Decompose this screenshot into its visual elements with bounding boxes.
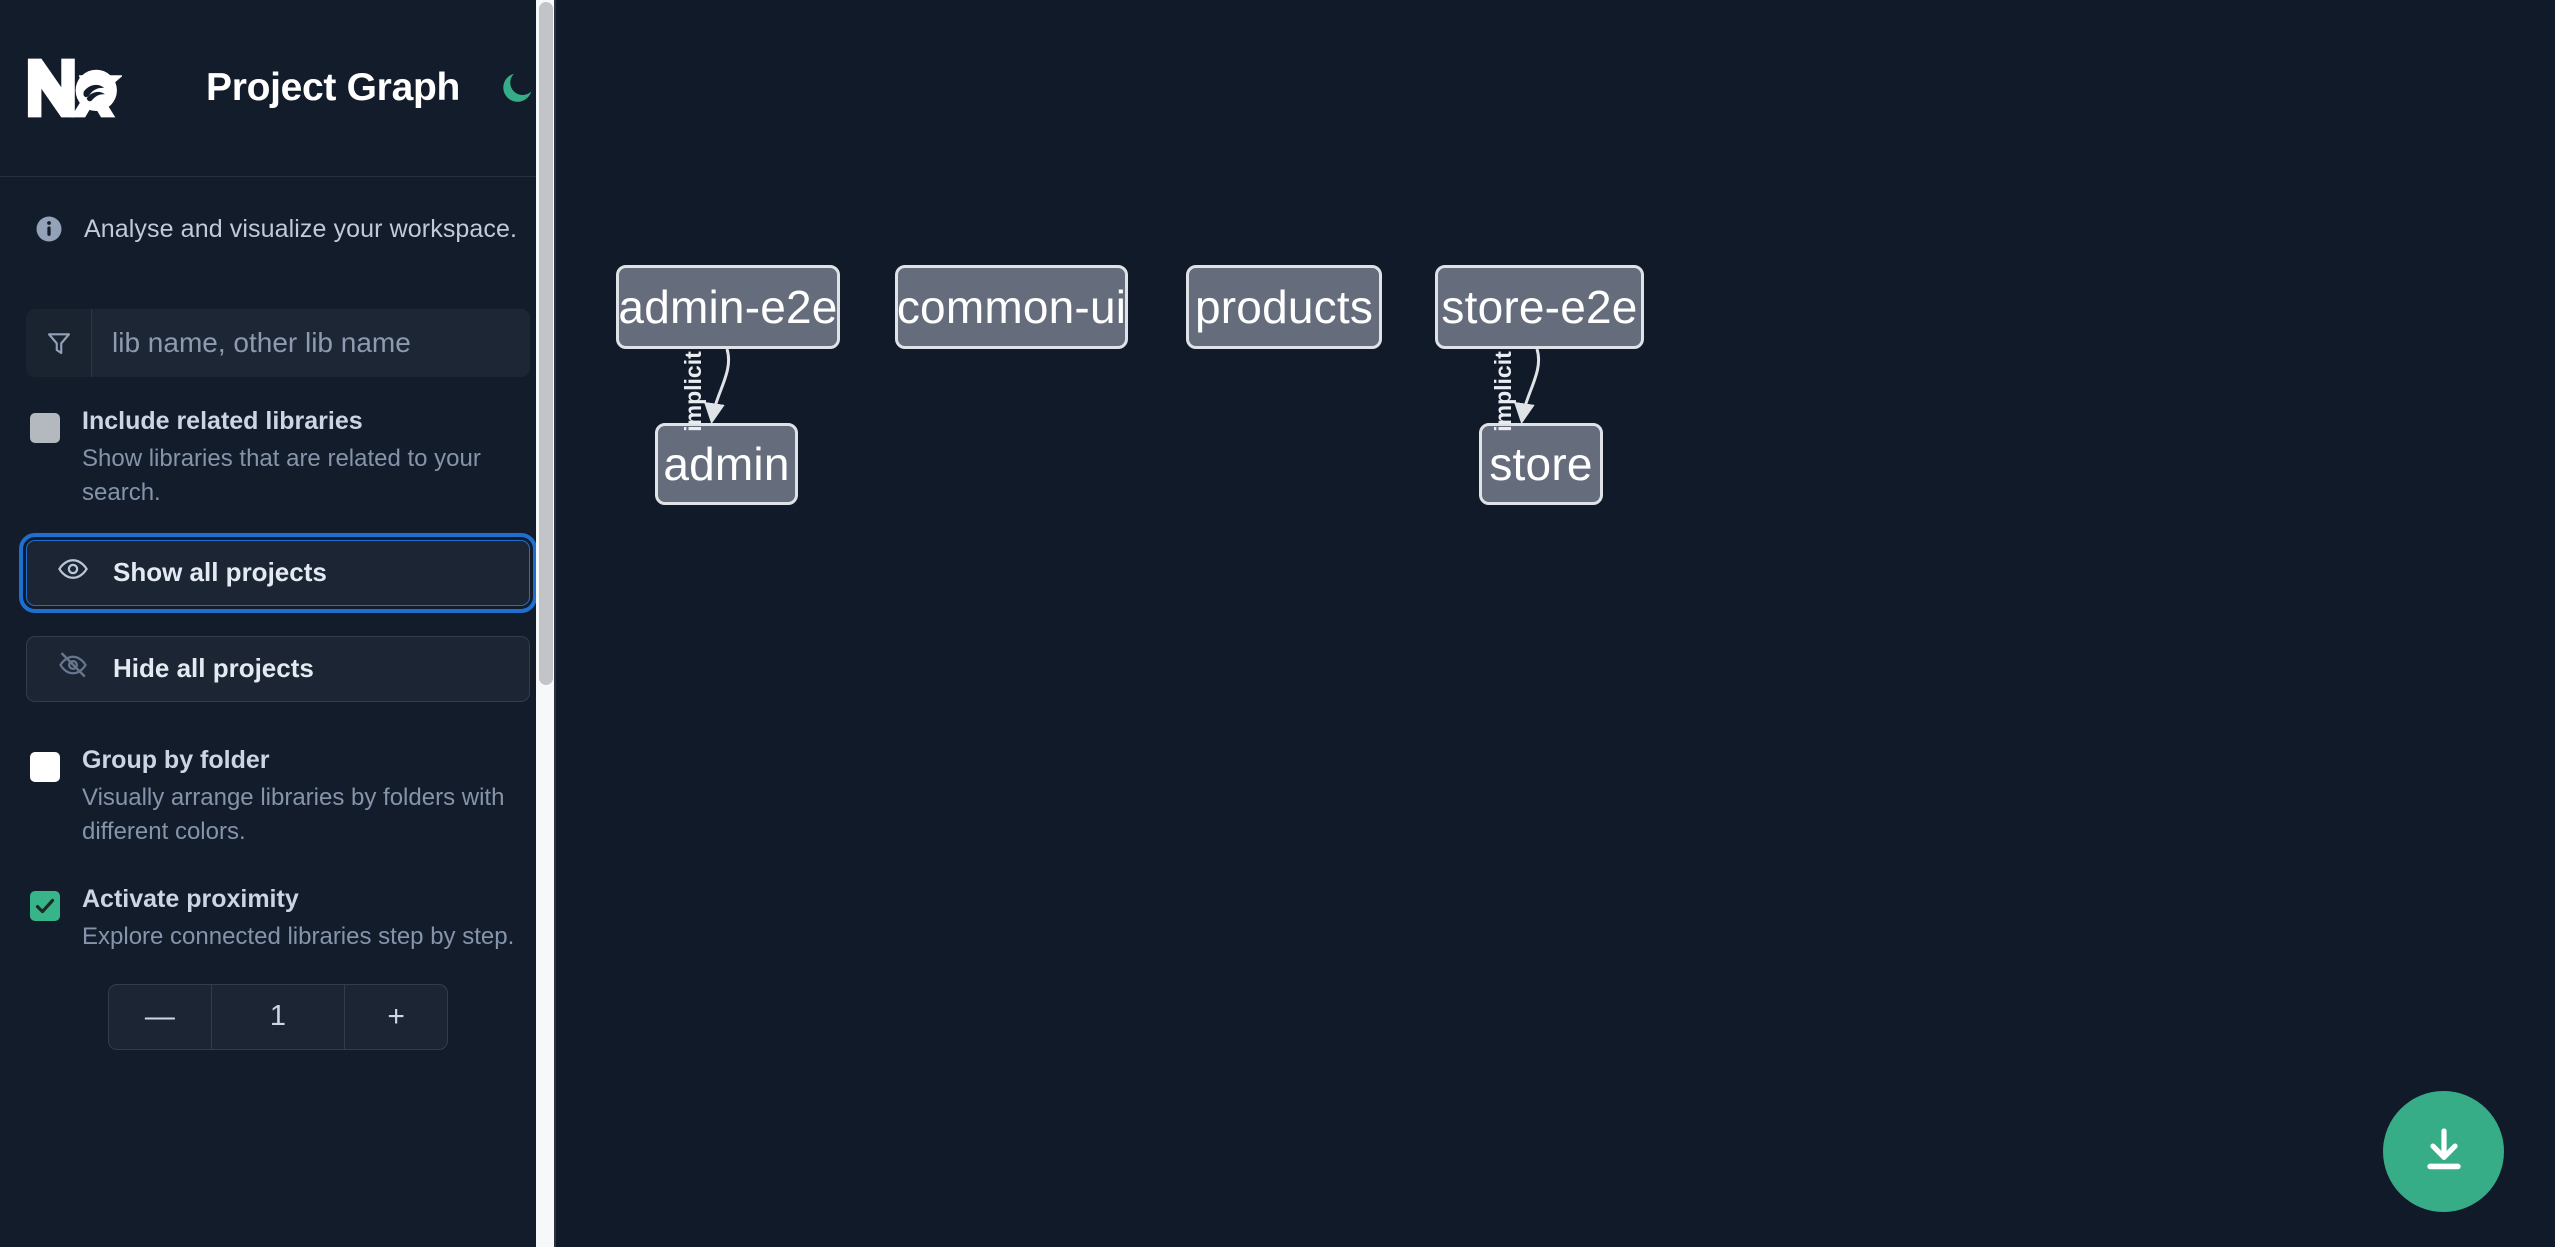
activate-proximity-checkbox[interactable]: [30, 890, 60, 921]
eye-off-icon: [57, 649, 89, 688]
sidebar-divider: [554, 0, 556, 1247]
graph-node-label: store: [1489, 438, 1593, 490]
show-all-projects-label: Show all projects: [113, 557, 327, 588]
sidebar-scrollbar[interactable]: [536, 0, 556, 1247]
include-related-libraries-checkbox[interactable]: [30, 413, 60, 443]
proximity-increment-button[interactable]: +: [344, 984, 447, 1049]
download-icon: [2418, 1124, 2470, 1179]
workspace-info-text: Analyse and visualize your workspace.: [84, 214, 518, 243]
graph-canvas[interactable]: admin-e2e common-ui products store-e2e a…: [556, 0, 2555, 1247]
info-icon: [34, 214, 64, 244]
page-title: Project Graph: [206, 66, 460, 109]
graph-node-store-e2e[interactable]: store-e2e: [1435, 265, 1644, 349]
proximity-decrement-button[interactable]: —: [144, 999, 175, 1033]
sidebar-body: Analyse and visualize your workspace. In…: [0, 177, 556, 1050]
proximity-stepper: — 1 +: [108, 983, 448, 1050]
graph-node-label: store-e2e: [1441, 281, 1638, 333]
graph-node-products[interactable]: products: [1186, 265, 1382, 349]
graph-edge-label-store: implicit: [1489, 351, 1516, 432]
graph-node-admin-e2e[interactable]: admin-e2e: [616, 265, 840, 349]
activate-proximity-label: Activate proximity: [82, 884, 299, 913]
graph-node-label: admin-e2e: [618, 281, 838, 333]
include-related-libraries-label: Include related libraries: [82, 407, 363, 435]
graph-node-common-ui[interactable]: common-ui: [895, 265, 1128, 349]
nx-logo-icon: [26, 57, 124, 119]
sidebar: Project Graph Analyse and visualize your…: [0, 0, 556, 1247]
option-include-related-libraries: Include related libraries Show libraries…: [26, 377, 530, 510]
option-activate-proximity: Activate proximity Explore connected lib…: [26, 849, 530, 954]
activate-proximity-description: Explore connected libraries step by step…: [82, 922, 515, 950]
graph-node-label: admin: [663, 438, 790, 490]
search-input[interactable]: [92, 309, 530, 377]
group-by-folder-checkbox[interactable]: [30, 751, 60, 782]
graph-edge-label-admin: implicit: [679, 351, 706, 432]
show-all-projects-button[interactable]: Show all projects: [19, 532, 537, 613]
download-graph-button[interactable]: [2383, 1091, 2504, 1212]
graph-node-admin[interactable]: admin: [655, 423, 798, 505]
hide-all-projects-button[interactable]: Hide all projects: [26, 635, 530, 702]
eye-icon: [57, 553, 89, 592]
sidebar-header: Project Graph: [0, 0, 556, 177]
option-group-by-folder: Group by folder Visually arrange librari…: [26, 702, 530, 849]
filter-icon: [26, 309, 92, 377]
include-related-libraries-description: Show libraries that are related to your …: [82, 444, 481, 506]
graph-node-store[interactable]: store: [1479, 423, 1603, 505]
proximity-value: 1: [210, 984, 344, 1049]
hide-all-projects-label: Hide all projects: [113, 653, 314, 684]
graph-node-label: common-ui: [896, 281, 1127, 333]
search-box: [26, 309, 530, 377]
group-by-folder-label: Group by folder: [82, 745, 270, 774]
group-by-folder-description: Visually arrange libraries by folders wi…: [82, 783, 505, 845]
graph-node-label: products: [1194, 281, 1374, 333]
moon-icon[interactable]: [494, 65, 540, 111]
workspace-info: Analyse and visualize your workspace.: [26, 177, 530, 244]
sidebar-scrollbar-thumb[interactable]: [539, 2, 553, 685]
graph-edges: [703, 348, 1540, 425]
